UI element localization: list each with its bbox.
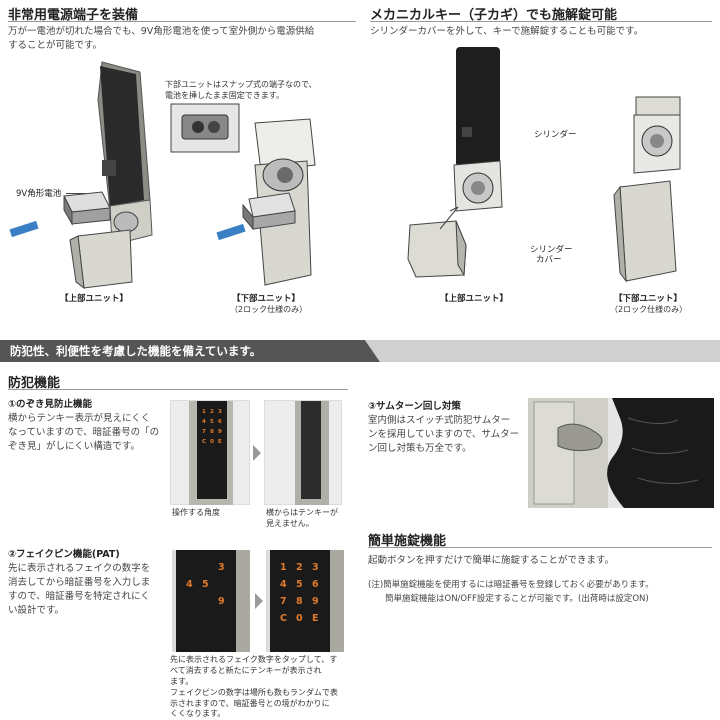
keypad-key[interactable]: E bbox=[312, 613, 319, 624]
feature-1-desc-2: なっていますので、暗証番号の「の bbox=[8, 427, 160, 438]
feature-3-desc-3: ン回し対策も万全です。 bbox=[368, 443, 472, 454]
keypad-key[interactable]: 3 bbox=[218, 562, 225, 573]
keypad-key[interactable]: 0 bbox=[210, 439, 214, 445]
keypad-key[interactable]: 6 bbox=[218, 419, 222, 425]
fake-caption-4: フェイクピンの数字は場所も数もランダムで表 bbox=[170, 688, 338, 697]
keypad-key[interactable]: 8 bbox=[296, 596, 303, 607]
upper-unit-label: 【上部ユニット】 bbox=[440, 294, 509, 304]
feature-2-desc-2: 消去してから暗証番号を入力しま bbox=[8, 577, 151, 588]
callout-text-2: 電池を挿したまま固定できます。 bbox=[165, 91, 284, 100]
easy-lock-desc: 起動ボタンを押すだけで簡単に施錠することができます。 bbox=[368, 555, 615, 566]
keypad-key[interactable]: C bbox=[280, 613, 287, 624]
emergency-desc-2: することが可能です。 bbox=[8, 40, 103, 51]
keypad-key[interactable]: 3 bbox=[218, 409, 222, 415]
keypad-panel bbox=[197, 401, 227, 499]
keypad-key[interactable]: C bbox=[202, 439, 207, 445]
keypad-key[interactable]: 5 bbox=[296, 579, 303, 590]
caption-side-1: 横からはテンキーが bbox=[266, 508, 338, 517]
cylinder-label: シリンダー bbox=[534, 130, 577, 140]
feature-1-desc-1: 横からテンキー表示が見えにくく bbox=[8, 413, 151, 424]
feature-2-desc-3: すので、暗証番号を特定されにく bbox=[8, 591, 150, 602]
caption-side-2: 見えません。 bbox=[266, 519, 314, 528]
keypad-key[interactable]: 6 bbox=[312, 579, 319, 590]
feature-1-desc-3: ぞき見」がしにくい構造です。 bbox=[8, 441, 140, 452]
lower-unit-note: （2ロック仕様のみ） bbox=[610, 305, 688, 314]
keypad-key[interactable]: 2 bbox=[210, 409, 214, 415]
mechanical-key-desc: シリンダーカバーを外して、キーで施解錠することも可能です。 bbox=[370, 26, 644, 37]
feature-2-title: ②フェイクピン機能(PAT) bbox=[8, 549, 120, 560]
easy-lock-note-1: (注)簡単施錠機能を使用するには暗証番号を登録しておく必要があります。 bbox=[368, 580, 654, 590]
feature-1-title: ①のぞき見防止機能 bbox=[8, 399, 93, 410]
section-title-security: 防犯機能 bbox=[8, 376, 61, 391]
section-title-emergency-power: 非常用電源端子を装備 bbox=[8, 8, 139, 23]
feature-2-desc-4: い設計です。 bbox=[8, 605, 65, 616]
arrow-right-icon bbox=[255, 593, 263, 609]
thumbturn-photo bbox=[528, 398, 714, 508]
feature-3-desc-2: ンを採用していますので、サムター bbox=[368, 429, 520, 440]
feature-3-desc-1: 室内側はスイッチ式防犯サムター bbox=[368, 415, 511, 426]
device-edge bbox=[330, 550, 344, 652]
device-face bbox=[301, 401, 321, 499]
battery-leader-line bbox=[66, 193, 86, 194]
banner-dark bbox=[0, 340, 380, 362]
photo-side-angle bbox=[264, 400, 342, 505]
keypad-fake-panel bbox=[176, 550, 236, 652]
emergency-desc-1: 万が一電池が切れた場合でも、9V角形電池を使って室外側から電源供給 bbox=[8, 26, 315, 37]
keypad-key[interactable]: 9 bbox=[312, 596, 319, 607]
easy-lock-note-2: 簡単施錠機能はON/OFF設定することが可能です。(出荷時は設定ON) bbox=[385, 594, 649, 604]
keypad-key[interactable]: 8 bbox=[210, 429, 214, 435]
upper-unit-battery-illustration bbox=[63, 61, 153, 290]
keypad-key[interactable]: 0 bbox=[296, 613, 303, 624]
arrow-right-icon bbox=[253, 445, 261, 461]
caption-front: 操作する角度 bbox=[172, 508, 220, 517]
cylinder-cover-label-1: シリンダー bbox=[530, 245, 573, 255]
fake-caption-5: 示されますので、暗証番号との境がわかりに bbox=[170, 699, 330, 708]
fake-caption-6: くくなります。 bbox=[170, 709, 226, 718]
fake-caption-1: 先に表示されるフェイク数字をタップして、す bbox=[170, 655, 338, 664]
divider bbox=[8, 389, 348, 390]
keypad-key[interactable]: 9 bbox=[218, 596, 225, 607]
keypad-key[interactable]: 2 bbox=[296, 562, 303, 573]
section-title-easy-lock: 簡単施錠機能 bbox=[368, 534, 447, 549]
keypad-key[interactable]: 4 bbox=[186, 579, 193, 590]
cylinder-cover-label-2: カバー bbox=[536, 255, 562, 265]
upper-unit-label: 【上部ユニット】 bbox=[60, 294, 129, 304]
keypad-key[interactable]: 5 bbox=[202, 579, 209, 590]
lower-unit-label: 【下部ユニット】 bbox=[232, 294, 301, 304]
lower-unit-note: （2ロック仕様のみ） bbox=[230, 305, 308, 314]
keypad-key[interactable]: 7 bbox=[280, 596, 287, 607]
keypad-key[interactable]: 4 bbox=[280, 579, 287, 590]
keypad-key[interactable]: 1 bbox=[280, 562, 287, 573]
banner-text: 防犯性、利便性を考慮した機能を備えています。 bbox=[10, 344, 262, 358]
terminal-closeup bbox=[170, 103, 240, 153]
divider bbox=[368, 547, 712, 548]
keypad-key[interactable]: 4 bbox=[202, 419, 206, 425]
device-edge bbox=[236, 550, 250, 652]
fake-caption-2: べて消去すると新たにテンキーが表示され bbox=[170, 666, 322, 675]
fake-caption-3: ます。 bbox=[170, 677, 194, 686]
keypad-key[interactable]: 7 bbox=[202, 429, 206, 435]
section-title-mechanical-key: メカニカルキー（子カギ）でも施解錠可能 bbox=[370, 8, 618, 23]
callout-text-1: 下部ユニットはスナップ式の端子なので、 bbox=[165, 80, 317, 89]
keypad-key[interactable]: 1 bbox=[202, 409, 206, 415]
feature-3-title: ③サムターン回し対策 bbox=[368, 401, 461, 412]
lower-unit-label: 【下部ユニット】 bbox=[614, 294, 683, 304]
keypad-key[interactable]: E bbox=[218, 439, 222, 445]
divider bbox=[370, 21, 712, 22]
lower-unit-battery-illustration bbox=[242, 118, 316, 286]
feature-2-desc-1: 先に表示されるフェイクの数字を bbox=[8, 563, 151, 574]
divider bbox=[8, 21, 356, 22]
arrow-insert-icon bbox=[9, 220, 39, 238]
lower-unit-cylinder-illustration bbox=[613, 96, 681, 283]
keypad-key[interactable]: 5 bbox=[210, 419, 214, 425]
keypad-full-panel bbox=[270, 550, 330, 652]
battery-label: 9V角形電池 bbox=[16, 189, 62, 199]
keypad-key[interactable]: 9 bbox=[218, 429, 222, 435]
keypad-key[interactable]: 3 bbox=[312, 562, 319, 573]
upper-unit-cylinder-illustration bbox=[407, 47, 503, 278]
